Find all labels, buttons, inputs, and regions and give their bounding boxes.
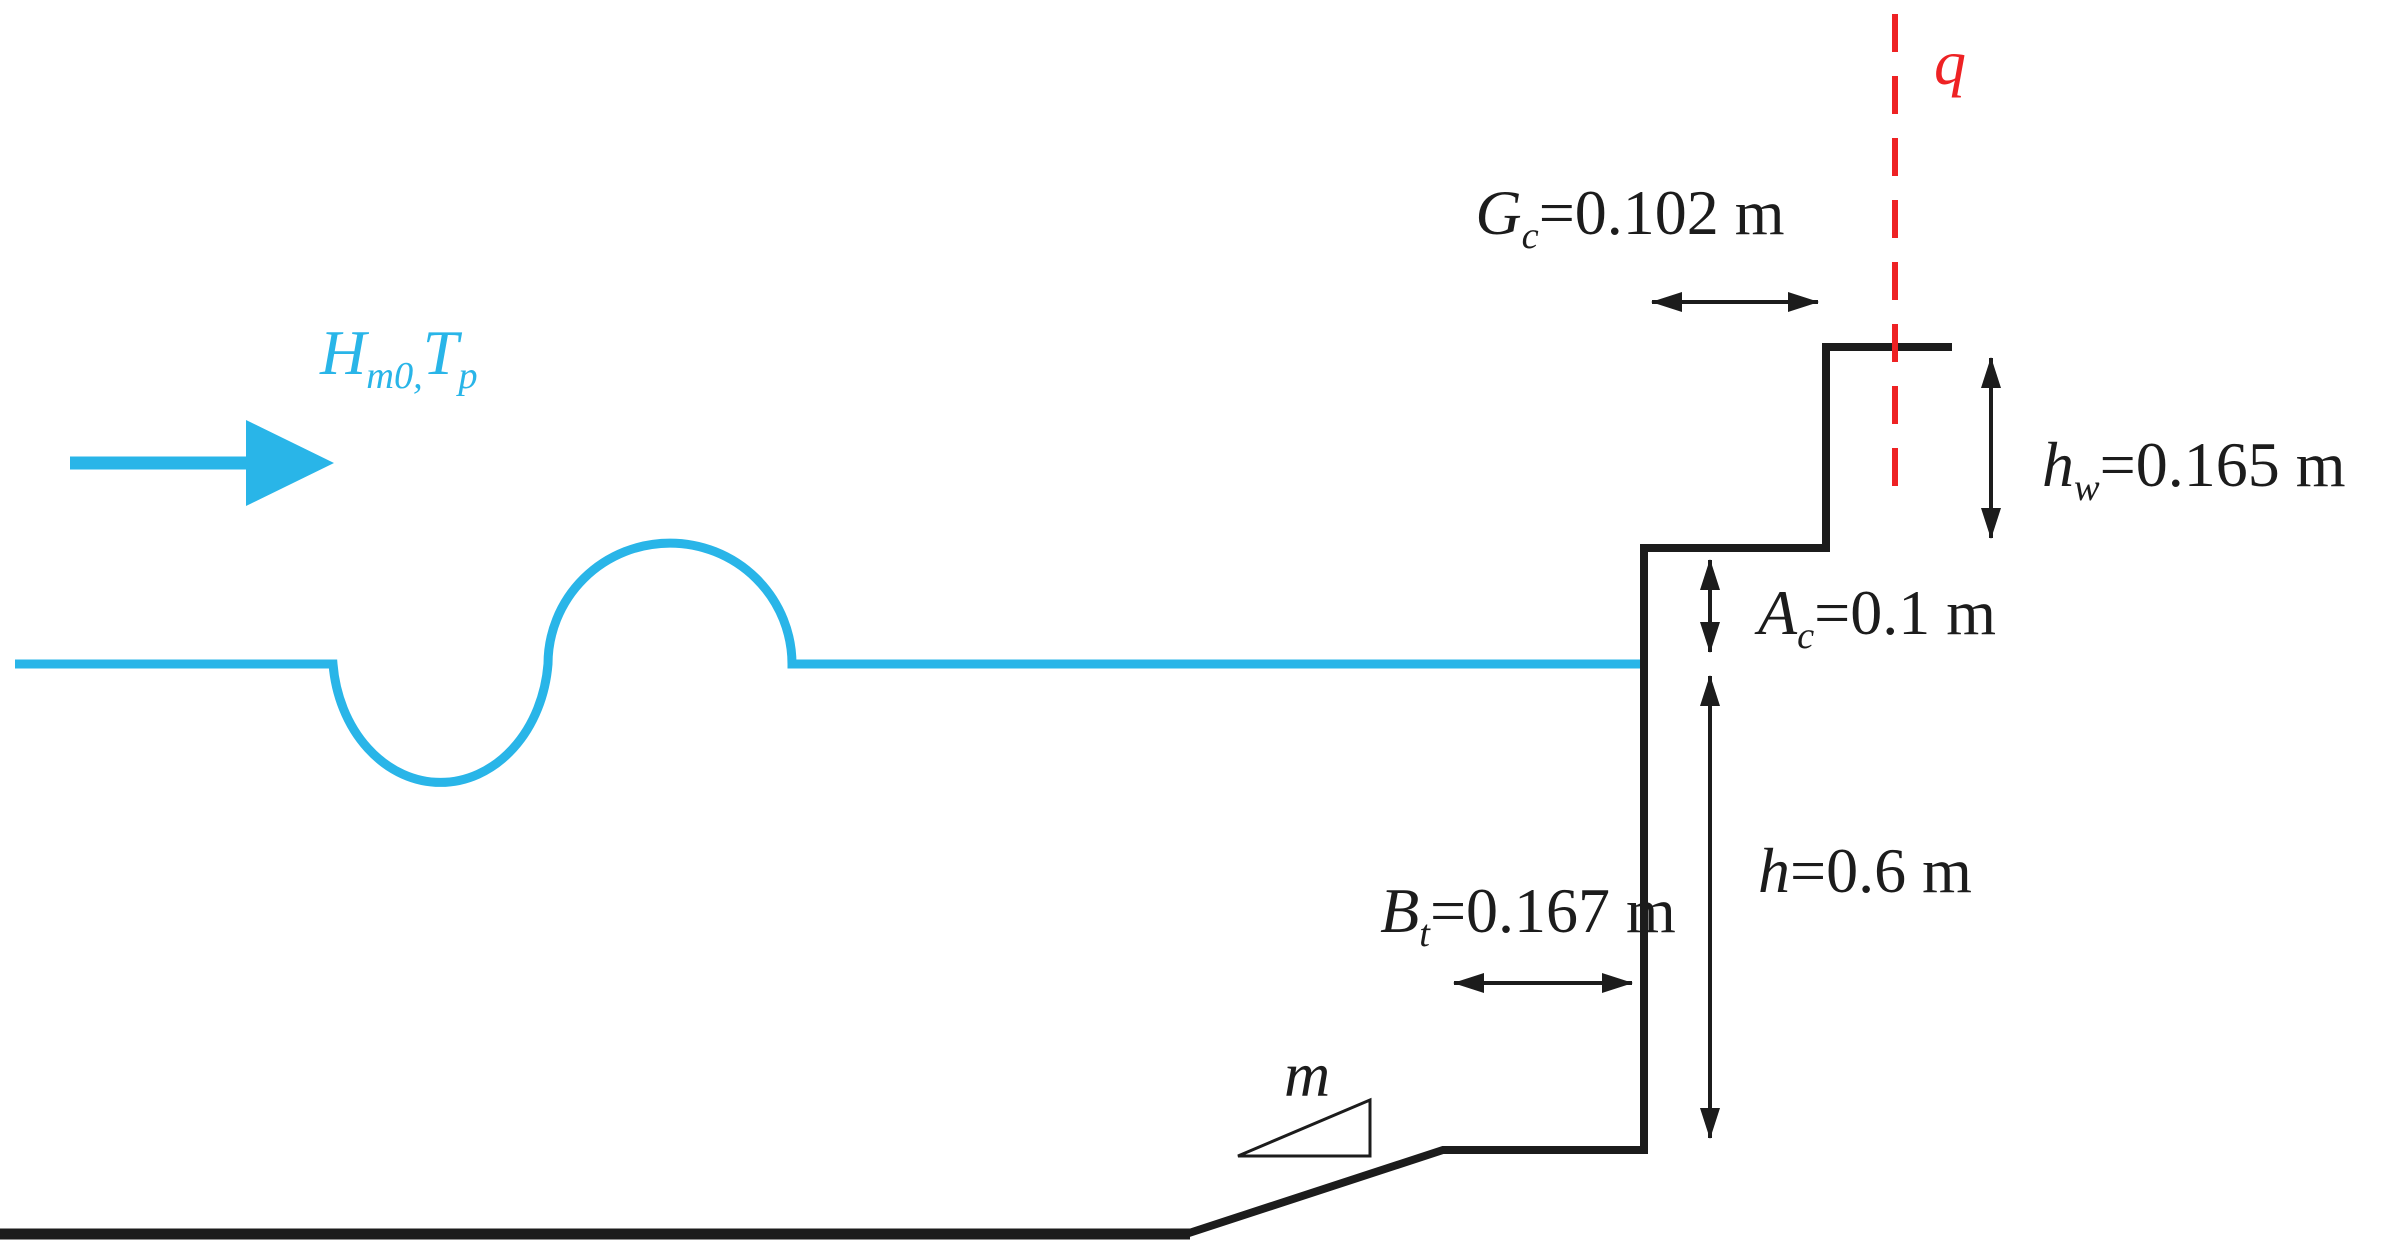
structure-profile-line [1184, 343, 1952, 1238]
wave-symbol-h: H [320, 317, 367, 388]
wave-symbol-t: T [422, 317, 459, 388]
wall-height-symbol: h [2042, 429, 2074, 500]
label-discharge: q [1934, 26, 1966, 100]
label-incident-wave: Hm0,Tp [320, 316, 478, 395]
water-depth-symbol: h [1758, 835, 1790, 906]
slope-indicator-triangle [1237, 1097, 1372, 1158]
water-surface-line [15, 538, 1640, 787]
discharge-symbol: q [1934, 27, 1966, 98]
wall-height-value: =0.165 m [2099, 429, 2346, 500]
crest-width-symbol: G [1475, 177, 1522, 248]
crest-width-subscript: c [1521, 214, 1539, 257]
freeboard-symbol: A [1758, 577, 1798, 648]
slope-symbol: m [1284, 1039, 1331, 1110]
label-crest-width: Gc=0.102 m [1475, 176, 1785, 255]
wall-height-subscript: w [2074, 466, 2100, 509]
toe-width-subscript: t [1419, 912, 1430, 955]
water-depth-value: =0.6 m [1790, 835, 1972, 906]
toe-width-value: =0.167 m [1429, 875, 1676, 946]
freeboard-value: =0.1 m [1814, 577, 1997, 648]
label-slope: m [1284, 1038, 1330, 1112]
label-freeboard: Ac=0.1 m [1758, 576, 1997, 655]
freeboard-subscript: c [1797, 614, 1815, 657]
incident-wave-arrow-head [246, 420, 334, 506]
label-water-depth: h=0.6 m [1758, 834, 1972, 908]
wave-subscript-p: p [458, 354, 478, 397]
wave-subscript-m0: m0, [366, 354, 423, 397]
crest-width-value: =0.102 m [1538, 177, 1785, 248]
label-wall-height: hw=0.165 m [2042, 428, 2346, 507]
toe-width-symbol: B [1380, 875, 1420, 946]
label-toe-width: Bt=0.167 m [1380, 874, 1676, 953]
